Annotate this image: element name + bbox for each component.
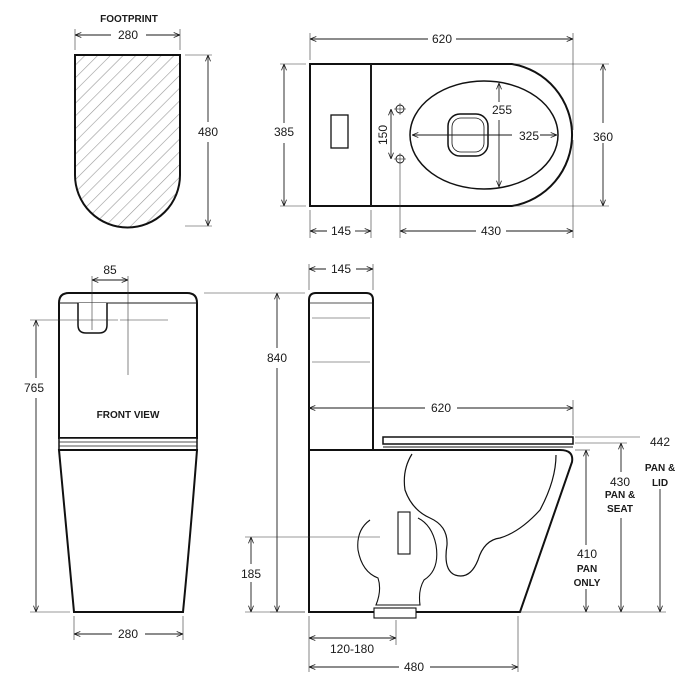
plan-view: 150 255 325 620 385 360 145 bbox=[274, 32, 613, 238]
side-outlet-connector bbox=[397, 511, 411, 555]
front-pan bbox=[57, 449, 199, 613]
side-floor-outlet bbox=[373, 607, 417, 619]
plan-seat-length-dim: 255 bbox=[492, 103, 512, 117]
side-pan bbox=[308, 449, 574, 613]
flush-button-plan bbox=[330, 114, 349, 149]
side-pan-lid-height-dim: 442 bbox=[650, 435, 670, 449]
pan-lid-label-2: LID bbox=[652, 478, 668, 489]
front-flush-button bbox=[77, 303, 108, 334]
front-view: 85 FRONT VIEW 765 280 bbox=[24, 263, 199, 641]
side-setout-dim: 120-180 bbox=[330, 642, 374, 656]
side-cistern bbox=[308, 292, 374, 451]
side-waste-height-dim: 185 bbox=[241, 567, 261, 581]
plan-overall-length-dim: 620 bbox=[432, 32, 452, 46]
footprint-view: FOOTPRINT 280 480 bbox=[74, 14, 218, 229]
plan-cistern-front-dim: 145 bbox=[331, 224, 351, 238]
plan-fixing-spacing-dim: 150 bbox=[376, 125, 390, 145]
side-cistern-depth-dim: 145 bbox=[331, 262, 351, 276]
side-pan-seat-height-dim: 430 bbox=[610, 475, 630, 489]
footprint-depth-dim: 480 bbox=[198, 125, 218, 139]
pan-lid-label-1: PAN & bbox=[645, 463, 675, 474]
front-seat-band bbox=[58, 437, 198, 451]
pan-only-label-2: ONLY bbox=[574, 578, 601, 589]
side-base-length-dim: 480 bbox=[404, 660, 424, 674]
pan-seat-label-2: SEAT bbox=[607, 504, 633, 515]
fixing-points bbox=[394, 103, 406, 165]
footprint-shape bbox=[74, 54, 181, 229]
front-view-title: FRONT VIEW bbox=[97, 410, 160, 421]
plan-bowl-length-dim: 325 bbox=[519, 129, 539, 143]
footprint-width-dim: 280 bbox=[118, 28, 138, 42]
plan-cistern-depth-dim: 385 bbox=[274, 125, 294, 139]
front-button-dim: 85 bbox=[103, 263, 117, 277]
pan-only-label-1: PAN bbox=[577, 564, 597, 575]
plan-pan-length-dim: 430 bbox=[481, 224, 501, 238]
front-height-dim: 765 bbox=[24, 381, 44, 395]
plan-width-dim: 360 bbox=[593, 130, 613, 144]
side-total-height-dim: 840 bbox=[267, 351, 287, 365]
side-trap-path bbox=[403, 453, 557, 577]
footprint-title: FOOTPRINT bbox=[100, 14, 158, 25]
front-base-width-dim: 280 bbox=[118, 627, 138, 641]
side-pan-only-height-dim: 410 bbox=[577, 547, 597, 561]
pan-seat-label-1: PAN & bbox=[605, 490, 635, 501]
side-view: 145 840 620 442 PAN & LID 430 PAN & SEAT… bbox=[204, 262, 680, 674]
side-overall-length-dim: 620 bbox=[431, 401, 451, 415]
side-seat-lid bbox=[382, 436, 574, 445]
